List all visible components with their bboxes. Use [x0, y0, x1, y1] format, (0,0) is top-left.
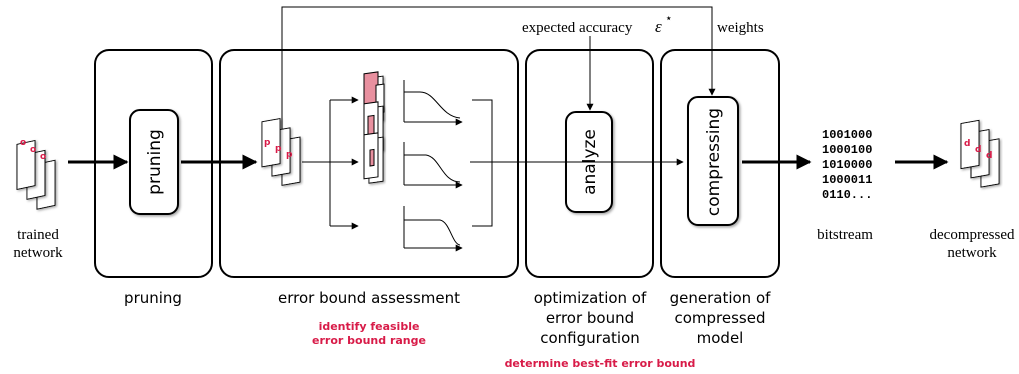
layer-letter-d-1: d: [964, 139, 970, 149]
expected-accuracy-label: expected accuracy: [522, 20, 633, 36]
pruning-pill-label: pruning: [145, 129, 165, 195]
pruning-pill: [129, 109, 179, 215]
best-fit-note: determine best-fit error bound: [505, 357, 696, 370]
layer-letter-d-2: d: [975, 145, 981, 155]
bitstream-row-1: 1001000: [822, 128, 872, 142]
layer-letter-o-1: o: [20, 138, 26, 148]
candidate-layer-3: [363, 132, 384, 184]
layer-letter-p-3: p: [286, 150, 293, 160]
epsilon-symbol: ε: [655, 17, 662, 36]
bitstream-row-5: 0110...: [822, 188, 872, 202]
bitstream-row-3: 1010000: [822, 158, 872, 172]
bitstream-row-4: 1000011: [822, 173, 872, 187]
trained-network-label-line1: trained: [17, 227, 59, 243]
optimization-caption-line2: error bound: [546, 309, 634, 327]
identify-feasible-note-line2: error bound range: [312, 334, 426, 347]
bitstream-row-2: 1000100: [822, 143, 872, 157]
generation-caption-line1: generation of: [670, 289, 772, 307]
layer-letter-d-3: d: [986, 151, 992, 161]
decompressed-network-label-line2: network: [947, 245, 997, 261]
compressing-pill-label: compressing: [704, 108, 724, 216]
pruning-caption: pruning: [124, 289, 182, 307]
branch-connectors: [302, 96, 684, 230]
layer-letter-p-2: p: [275, 144, 282, 154]
bitstream-label: bitstream: [817, 227, 873, 243]
mini-curve-3: [403, 206, 463, 252]
error-bound-assessment-caption: error bound assessment: [278, 289, 460, 307]
generation-caption-line3: model: [697, 329, 744, 347]
generation-caption-line2: compressed: [674, 309, 765, 327]
compressing-pill: [687, 96, 739, 226]
layer-letter-o-3: o: [40, 152, 46, 162]
layer-letter-o-2: o: [30, 145, 36, 155]
weights-feedback-arrow: [281, 6, 716, 138]
bitstream-block: 1001000 1000100 1010000 1000011 0110...: [822, 128, 872, 202]
pruned-network-stack: p p p: [261, 118, 301, 186]
optimization-caption-line3: configuration: [540, 329, 640, 347]
identify-feasible-note-line1: identify feasible: [319, 320, 420, 333]
mini-curve-1: [403, 80, 463, 126]
optimization-caption-line1: optimization of: [534, 289, 647, 307]
decompressed-network-label-line1: decompressed: [930, 227, 1015, 243]
epsilon-star: ⋆: [665, 11, 673, 25]
trained-network-stack: o o o: [16, 138, 56, 210]
mini-curve-2: [403, 142, 463, 189]
layer-letter-p-1: p: [264, 138, 271, 148]
weights-label: weights: [717, 20, 764, 36]
trained-network-label-line2: network: [13, 245, 63, 261]
decompressed-network-stack: d d d: [960, 119, 1000, 188]
